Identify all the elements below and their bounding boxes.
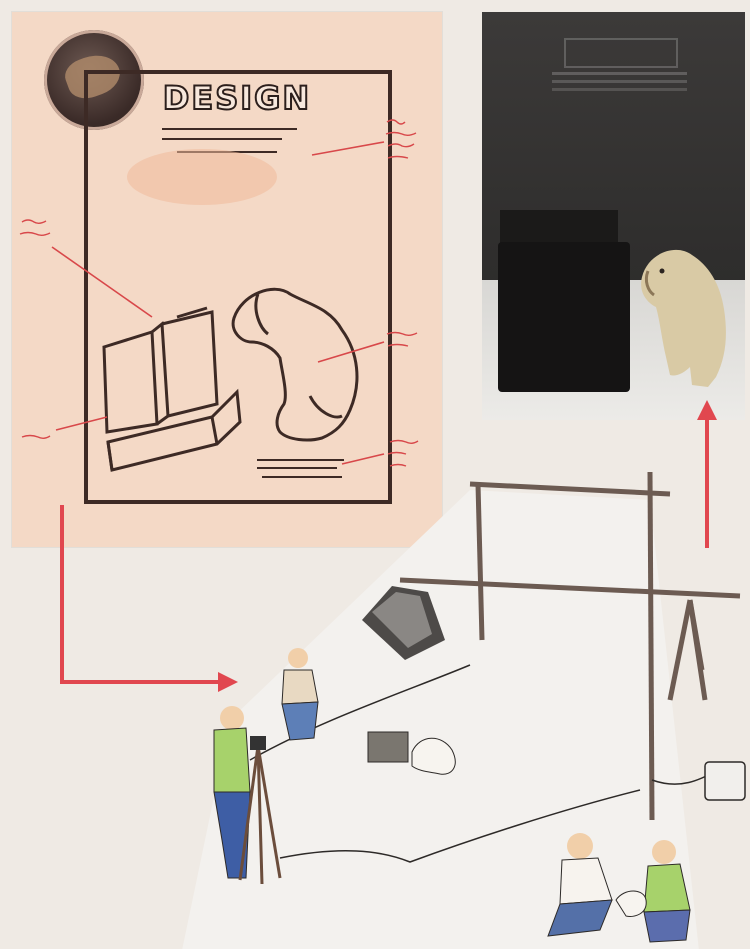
studio-backdrop (180, 490, 700, 949)
arrow-sketch-to-studio (62, 505, 220, 682)
arrow-head-right (218, 672, 238, 692)
lamp-box (705, 762, 745, 800)
arrow-head-up (697, 400, 717, 420)
